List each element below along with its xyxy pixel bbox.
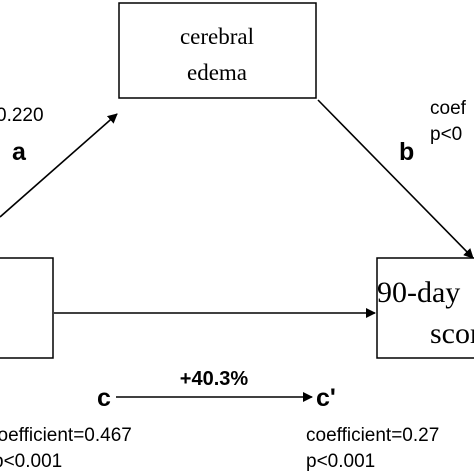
exposure-box [0,257,54,359]
outcome-box [376,257,474,359]
path-b-arrow [317,99,474,259]
path-b-coefficient: coef [430,98,467,119]
c-prime-p-value: p<0.001 [306,451,375,472]
c-prime-label: c' [316,384,336,412]
c-prime-coefficient: coefficient=0.27 [306,425,439,446]
outcome-label-line1: 90-day [377,276,460,309]
outcome-label-line2: score [430,317,474,350]
path-a-coefficient: 0.220 [0,105,44,126]
c-coefficient: coefficient=0.467 [0,425,132,446]
mediator-label-line1: cerebral [180,24,254,49]
change-percent: +40.3% [180,368,249,390]
path-b-p-value: p<0 [430,124,462,145]
mediator-box [118,2,317,99]
path-b-label: b [399,138,414,166]
c-label: c [97,384,111,412]
path-a-arrow [0,113,118,218]
c-p-value: p<0.001 [0,451,62,472]
path-a-label: a [12,138,27,166]
mediator-label-line2: edema [187,60,247,85]
